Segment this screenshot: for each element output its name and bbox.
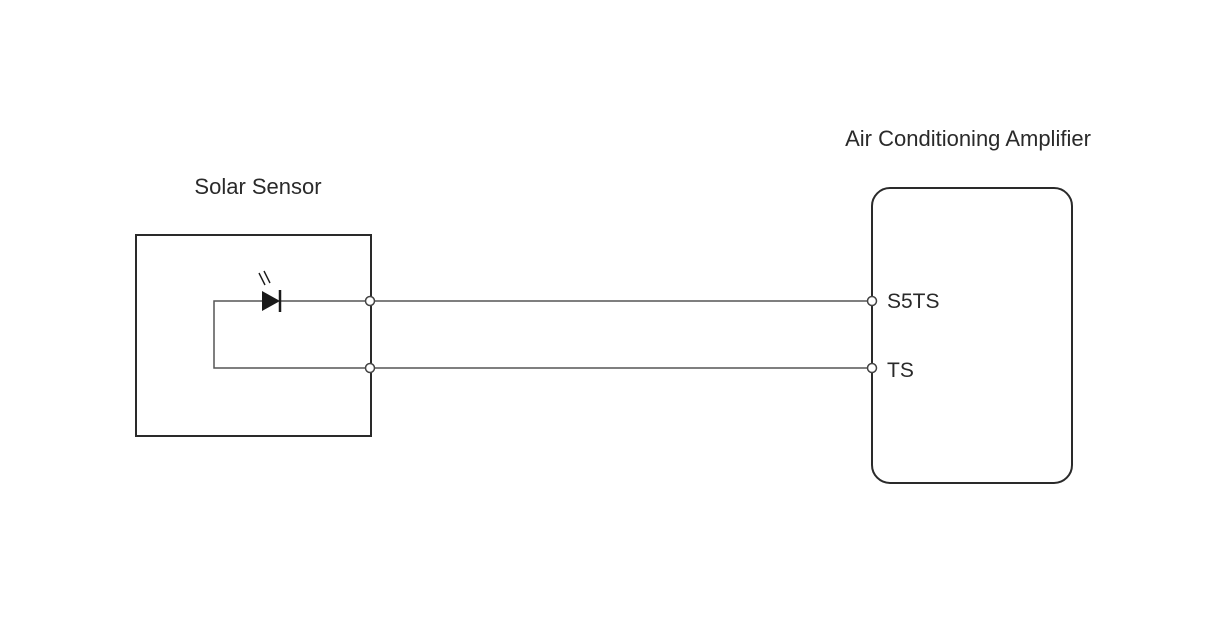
amplifier-box [871, 187, 1073, 484]
photodiode-icon [258, 270, 282, 312]
sensor-terminal-1 [364, 295, 376, 307]
solar-sensor-box [135, 234, 372, 437]
sensor-terminal-2 [364, 362, 376, 374]
light-ray-icon [258, 272, 266, 286]
amplifier-pin-ts-label: TS [887, 359, 914, 382]
solar-sensor: Solar Sensor [135, 174, 372, 437]
amplifier-label: Air Conditioning Amplifier [845, 126, 1091, 151]
sensor-internal-loop [213, 300, 370, 369]
amplifier-pin-ts-terminal [866, 362, 878, 374]
light-ray-icon [263, 270, 271, 284]
amplifier-pin-s5ts-terminal [866, 295, 878, 307]
air-conditioning-amplifier: Air Conditioning Amplifier S5TS TS [845, 126, 1091, 484]
solar-sensor-label: Solar Sensor [194, 174, 321, 199]
amplifier-pin-s5ts-label: S5TS [887, 290, 940, 313]
